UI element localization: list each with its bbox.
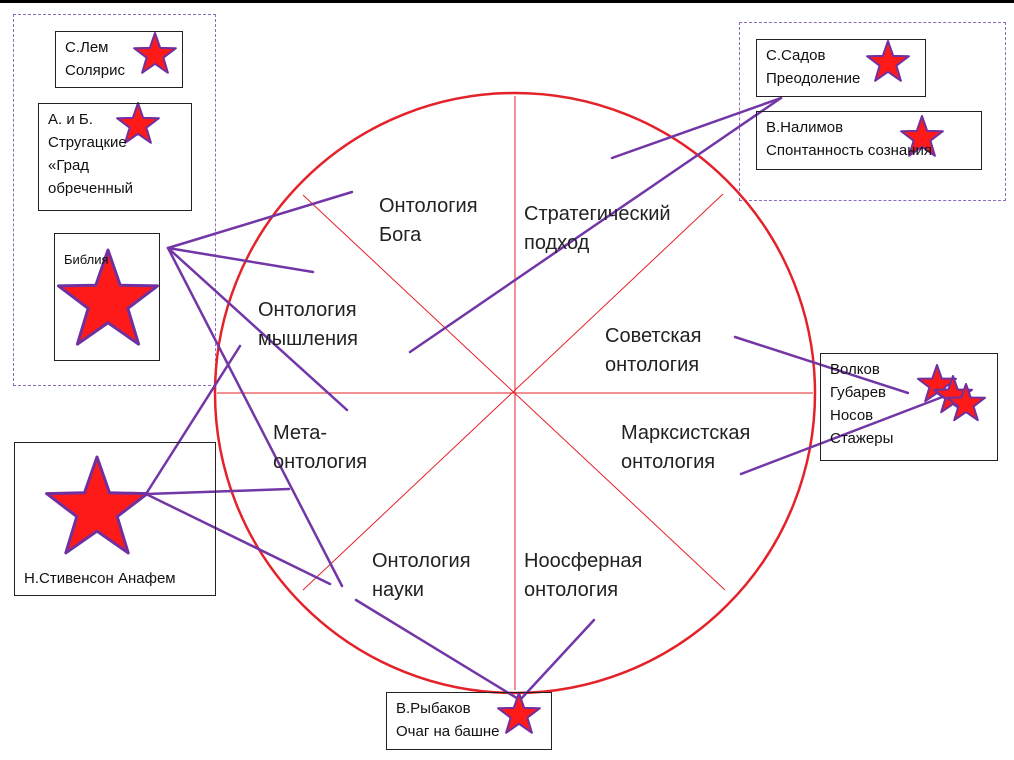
segment-line: Онтология [379, 195, 478, 217]
segment-line: Стратегический [524, 203, 671, 225]
star-icon-bible [57, 248, 159, 346]
book-line: Волков [830, 361, 880, 378]
book-lem-solaris: С.Лем Солярис [55, 31, 183, 88]
connector-line [144, 344, 242, 496]
segment-strategic-approach: Стратегический подход [524, 200, 671, 258]
connector-lines [144, 96, 947, 702]
connector-line [518, 618, 596, 702]
segment-line: Ноосферная [524, 550, 643, 572]
book-stephenson-anathem: Н.Стивенсон Анафем [14, 442, 216, 596]
book-line: обреченный [48, 180, 134, 197]
book-line: Преодоление [766, 70, 861, 87]
connector-line [610, 96, 783, 160]
star-icon-strugatsky [116, 102, 160, 144]
segment-line: онтология [273, 451, 368, 473]
book-line: С.Садов [766, 47, 826, 64]
book-sadov: С.Садов Преодоление [756, 39, 926, 97]
segment-line: подход [524, 232, 590, 254]
connector-line [166, 246, 315, 274]
segment-ontology-science: Онтология науки [372, 547, 471, 605]
segment-marxist-ontology: Марксистская онтология [621, 419, 750, 477]
segment-line: мышления [258, 328, 359, 350]
connector-line [408, 96, 783, 354]
connector-line [166, 190, 354, 250]
book-line: А. и Б. [48, 111, 93, 128]
connector-line [354, 598, 522, 702]
star-markers [45, 32, 986, 734]
book-line: Носов [830, 407, 874, 424]
book-line: С.Лем [65, 39, 109, 56]
book-line: В.Налимов [766, 119, 844, 136]
left-book-group [13, 14, 216, 386]
book-rybakov: В.Рыбаков Очаг на башне [386, 692, 552, 750]
star-icon-stephenson [45, 455, 149, 555]
connector-line [166, 246, 344, 588]
star-icon-sadov [866, 40, 910, 82]
connector-line [739, 394, 947, 476]
book-nalimov: В.Налимов Спонтанность сознания [756, 111, 982, 170]
segment-line: Мета- [273, 422, 328, 444]
book-line: Стажеры [830, 430, 894, 447]
book-line: Библия [64, 252, 109, 267]
sector-dividers [217, 96, 813, 690]
book-line: Солярис [65, 62, 125, 79]
segment-line: онтология [605, 354, 700, 376]
segment-soviet-ontology: Советская онтология [605, 322, 702, 380]
divider-diagonal-a [302, 194, 726, 591]
segment-line: Бога [379, 224, 422, 246]
segment-line: Онтология [372, 550, 471, 572]
star-icon-nalimov [900, 115, 944, 157]
segment-ontology-thinking: Онтология мышления [258, 296, 358, 354]
segment-line: онтология [621, 451, 716, 473]
segment-line: Онтология [258, 299, 357, 321]
segment-meta-ontology: Мета- онтология [273, 419, 367, 477]
star-icon-rybakov [497, 692, 541, 734]
segment-noosphere-ontology: Ноосферная онтология [524, 547, 642, 605]
divider-diagonal-b [302, 193, 724, 591]
book-volkov-group: Волков Губарев Носов Стажеры [820, 353, 998, 461]
book-bible: Библия [54, 233, 160, 361]
book-line: Очаг на башне [396, 723, 500, 740]
star-icon-lem [133, 32, 177, 74]
book-line: В.Рыбаков [396, 700, 471, 717]
segment-line: Марксистская [621, 422, 751, 444]
top-border [0, 0, 1014, 3]
book-line: Губарев [830, 384, 887, 401]
segment-line: онтология [524, 579, 619, 601]
book-line: Стругацкие [48, 134, 127, 151]
connector-line [144, 492, 332, 586]
ontology-circle [213, 91, 817, 695]
book-strugatsky: А. и Б. Стругацкие «Град обреченный [38, 103, 192, 211]
book-line: Спонтанность сознания [766, 142, 933, 159]
connector-line [166, 246, 349, 412]
connector-line [733, 335, 910, 395]
connector-line [144, 487, 291, 496]
book-line: «Град [48, 157, 90, 174]
segment-line: Советская [605, 325, 702, 347]
star-icon-volkov-3 [946, 383, 986, 422]
segment-line: науки [372, 579, 424, 601]
segment-ontology-god: Онтология Бога [379, 192, 478, 250]
book-line: Н.Стивенсон Анафем [24, 570, 176, 587]
